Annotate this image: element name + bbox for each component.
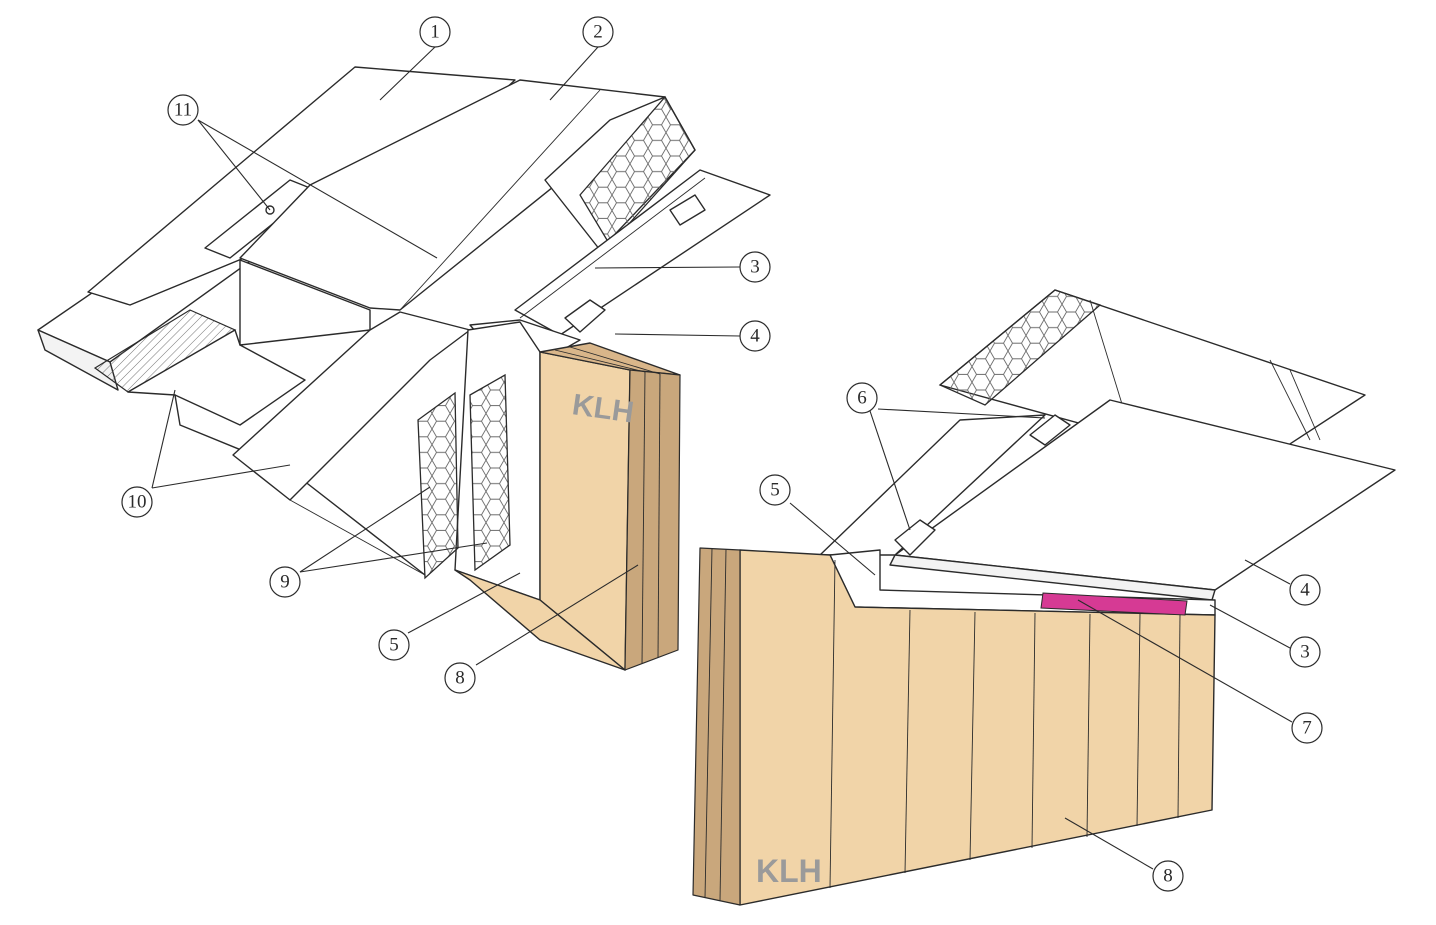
insulation-block-hex <box>579 95 696 247</box>
callout-5-right: 5 <box>759 474 791 506</box>
batten-1 <box>564 299 606 333</box>
svg-text:4: 4 <box>750 326 760 347</box>
right-assembly: KLH <box>692 289 1396 906</box>
insulation-hex-right <box>938 289 1102 406</box>
callouts: 1 2 3 4 5 8 9 10 <box>121 16 1323 892</box>
callout-8-left: 8 <box>444 662 476 694</box>
callout-5-left: 5 <box>378 629 410 661</box>
callout-6-right: 6 <box>846 382 878 414</box>
eave-slab-edge <box>37 329 119 391</box>
callout-2-left: 2 <box>582 16 614 48</box>
svg-text:6: 6 <box>857 388 867 409</box>
clt-wall-right-side <box>692 547 741 906</box>
svg-text:9: 9 <box>280 572 290 593</box>
insulation-panel-2 <box>469 373 511 572</box>
svg-text:3: 3 <box>750 257 760 278</box>
callout-1-left: 1 <box>419 16 451 48</box>
callout-10-left: 10 <box>121 486 153 518</box>
callout-11-left: 11 <box>167 94 199 126</box>
svg-text:3: 3 <box>1300 642 1310 663</box>
svg-text:4: 4 <box>1300 580 1310 601</box>
flashing-strip <box>514 169 771 336</box>
callout-8-right: 8 <box>1152 860 1184 892</box>
batten-right-1 <box>894 519 936 556</box>
leader-lines <box>151 46 1293 870</box>
callout-7-right: 7 <box>1291 712 1323 744</box>
callout-3-right: 3 <box>1289 636 1321 668</box>
support-line <box>174 394 426 576</box>
svg-text:5: 5 <box>770 480 780 501</box>
svg-text:8: 8 <box>1163 866 1173 887</box>
svg-text:11: 11 <box>174 100 192 121</box>
svg-text:5: 5 <box>389 635 399 656</box>
callout-4-left: 4 <box>739 320 771 352</box>
batten-2 <box>669 194 706 226</box>
clt-wall-side <box>624 369 681 671</box>
svg-text:7: 7 <box>1302 718 1312 739</box>
callout-9-left: 9 <box>269 566 301 598</box>
left-assembly: KLH <box>37 66 771 671</box>
svg-text:8: 8 <box>455 668 465 689</box>
sealing-tape <box>1040 592 1188 616</box>
clt-bottom-strip <box>454 569 626 671</box>
klh-logo-right: KLH <box>756 853 822 889</box>
callout-4-right: 4 <box>1289 574 1321 606</box>
svg-text:2: 2 <box>593 22 603 43</box>
callout-3-left: 3 <box>739 251 771 283</box>
svg-text:1: 1 <box>430 22 440 43</box>
svg-text:10: 10 <box>128 492 147 513</box>
batten-right-2 <box>1029 414 1071 446</box>
